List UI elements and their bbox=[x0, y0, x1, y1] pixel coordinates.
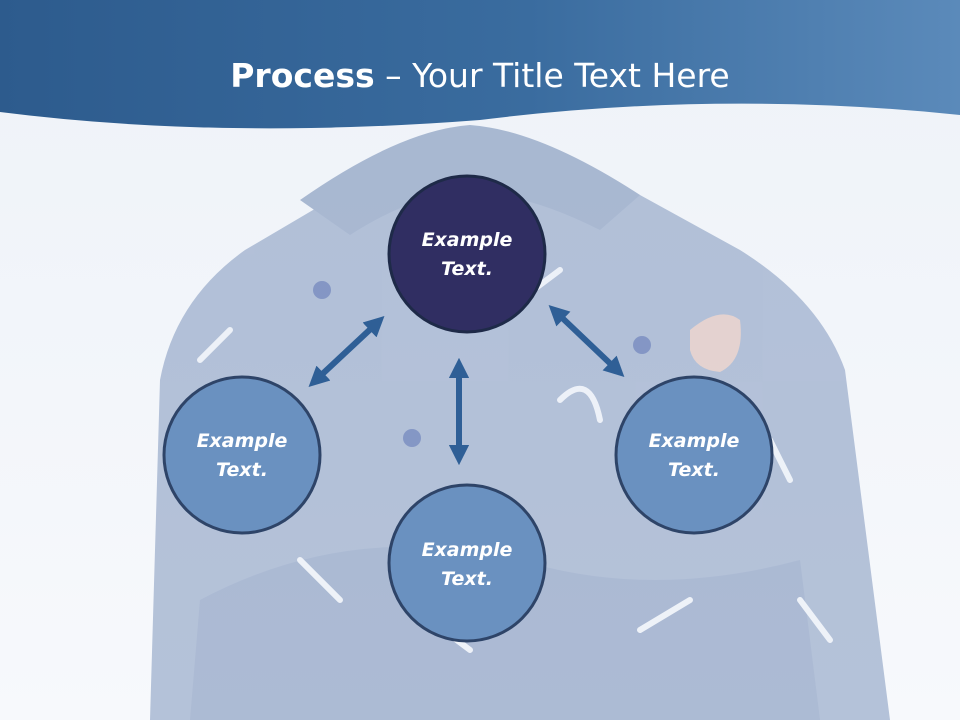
node-right: Example Text. bbox=[614, 375, 774, 535]
node-bottom: Example Text. bbox=[387, 483, 547, 643]
node-left: Example Text. bbox=[162, 375, 322, 535]
process-arrows bbox=[308, 304, 625, 466]
node-circle bbox=[387, 483, 547, 643]
node-label-line1: Example bbox=[649, 430, 740, 452]
node-label-line2: Text. bbox=[216, 459, 268, 481]
node-circle bbox=[387, 174, 547, 334]
slide-title-bold: Process bbox=[230, 56, 375, 95]
slide-title: Process – Your Title Text Here bbox=[0, 46, 960, 106]
node-circle bbox=[614, 375, 774, 535]
slide-title-rest: – Your Title Text Here bbox=[374, 56, 730, 95]
node-label-line1: Example bbox=[197, 430, 288, 452]
node-circle bbox=[162, 375, 322, 535]
arrow-center-left bbox=[308, 316, 385, 387]
node-label-line2: Text. bbox=[441, 568, 493, 590]
node-label-line2: Text. bbox=[668, 459, 720, 481]
node-label-line1: Example bbox=[422, 539, 513, 561]
chef-jacket-image bbox=[150, 125, 890, 720]
header-banner bbox=[0, 0, 960, 129]
node-center: Example Text. bbox=[387, 174, 547, 334]
node-label-line1: Example bbox=[422, 229, 513, 251]
node-label-line2: Text. bbox=[441, 258, 493, 280]
arrow-center-right bbox=[548, 304, 625, 378]
